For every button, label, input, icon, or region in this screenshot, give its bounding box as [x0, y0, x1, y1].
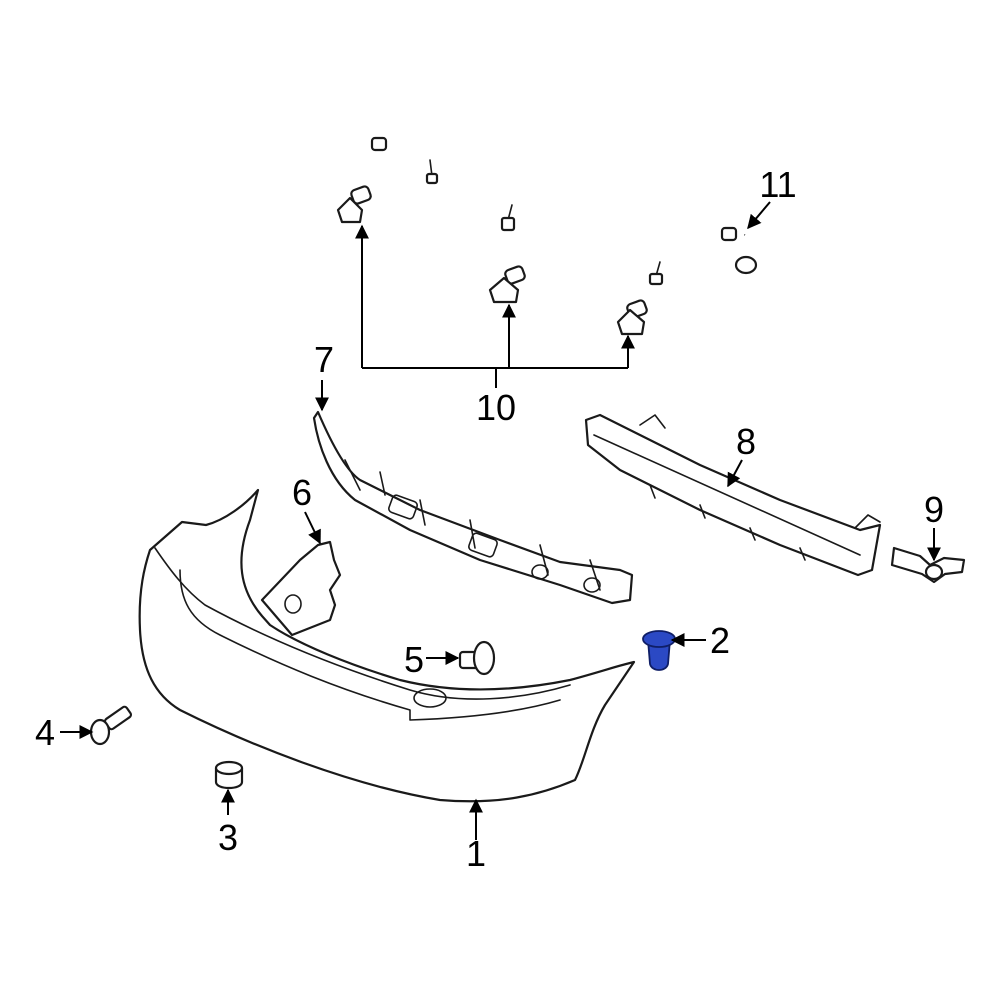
highlighted-nut-part[interactable]: [642, 630, 676, 671]
callout-4: 4: [35, 712, 55, 753]
sensor-center-part[interactable]: [488, 265, 526, 304]
leader-8: [727, 459, 743, 488]
callout-11: 11: [759, 164, 796, 205]
bumper-cover-part[interactable]: [138, 488, 636, 803]
callout-7: 7: [314, 339, 334, 380]
callout-3: 3: [218, 817, 238, 858]
bracket-part[interactable]: [890, 546, 966, 584]
wiring-harness-part[interactable]: [370, 135, 759, 286]
callout-1: 1: [466, 833, 486, 874]
callout-5: 5: [404, 639, 424, 680]
callout-9: 9: [924, 489, 944, 530]
callout-2: 2: [710, 620, 730, 661]
leader-lines: [60, 201, 941, 840]
bolt-part[interactable]: [89, 705, 133, 746]
clip-part[interactable]: [458, 640, 496, 676]
grommet-part[interactable]: [214, 760, 244, 790]
energy-absorber-part[interactable]: [312, 410, 634, 605]
bumper-reinforcement-part[interactable]: [584, 413, 882, 577]
sensor-right-part[interactable]: [616, 299, 648, 336]
callout-8: 8: [736, 421, 756, 462]
leader-6: [304, 511, 321, 545]
callout-10: 10: [476, 387, 516, 428]
sensor-left-part[interactable]: [336, 185, 372, 224]
leader-11: [747, 201, 771, 230]
side-bracket-part[interactable]: [260, 540, 342, 637]
callout-labels: 1 2 3 4 5 6 7 8 9 10 11: [35, 164, 944, 874]
callout-6: 6: [292, 472, 312, 513]
